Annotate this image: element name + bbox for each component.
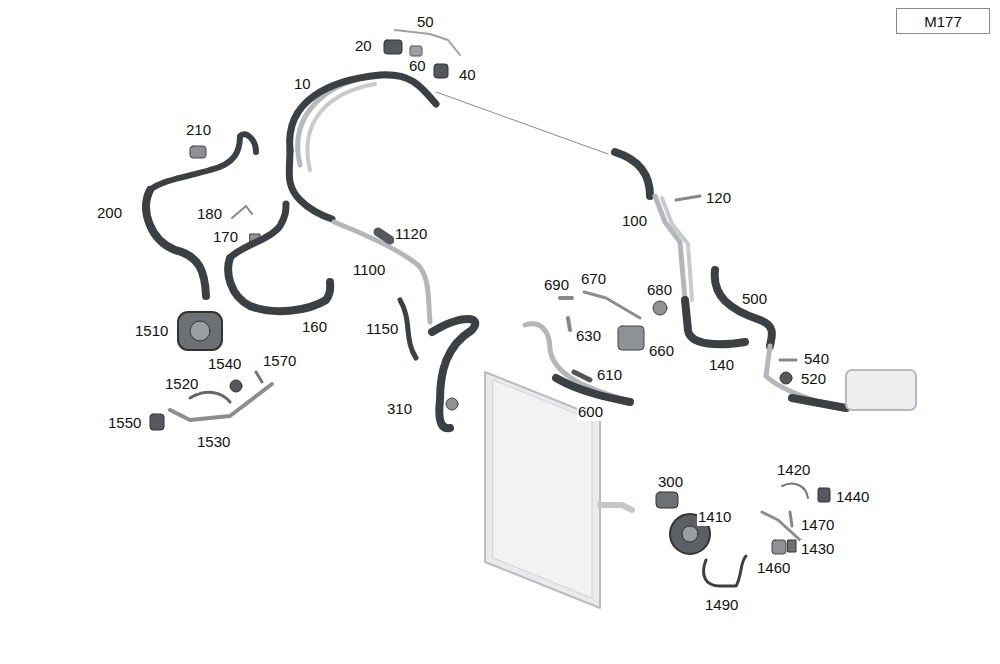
callout-number: 1470	[800, 516, 835, 534]
callout-number: 1510	[134, 322, 169, 340]
callout-number: 500	[741, 290, 768, 308]
callout-number: 40	[458, 66, 477, 84]
callout-number: 630	[575, 327, 602, 345]
callout-number: 10	[293, 75, 312, 93]
callout-number: 1520	[164, 375, 199, 393]
callout-number: 1420	[776, 461, 811, 479]
callout-number: 520	[800, 370, 827, 388]
callout-number: 1570	[262, 352, 297, 370]
callout-number: 200	[96, 204, 123, 222]
callout-number: 1150	[365, 320, 399, 338]
callout-number: 170	[212, 228, 239, 246]
callout-number: 100	[621, 212, 648, 230]
callout-number: 20	[354, 37, 373, 55]
callout-number: 690	[543, 276, 570, 294]
callout-number: 670	[580, 270, 607, 288]
callout-number: 160	[301, 318, 328, 336]
callout-number: 610	[596, 366, 623, 384]
callout-number: 310	[386, 400, 413, 418]
callout-number: 660	[648, 342, 675, 360]
callout-number: 140	[708, 356, 735, 374]
diagram-code-box: M177	[896, 8, 990, 34]
callout-number: 1540	[207, 355, 242, 373]
callout-number: 1410	[697, 508, 732, 526]
callout-number: 600	[577, 403, 604, 421]
callout-number: 210	[185, 121, 212, 139]
callout-number: 1430	[800, 540, 835, 558]
callout-number: 300	[657, 473, 684, 491]
callout-number: 50	[416, 13, 435, 31]
callout-number: 1460	[756, 559, 791, 577]
callout-number: 540	[803, 350, 830, 368]
callout-number: 1120	[394, 225, 428, 243]
callout-number: 1440	[835, 488, 870, 506]
callout-number: 180	[196, 205, 223, 223]
callout-number: 1100	[352, 261, 386, 279]
callout-number: 60	[408, 57, 427, 75]
callout-number: 1550	[107, 414, 142, 432]
callout-number: 120	[705, 189, 732, 207]
callout-number: 1530	[196, 433, 231, 451]
diagram-code: M177	[924, 13, 962, 30]
callout-number: 1490	[704, 596, 739, 614]
callout-number: 680	[646, 281, 673, 299]
